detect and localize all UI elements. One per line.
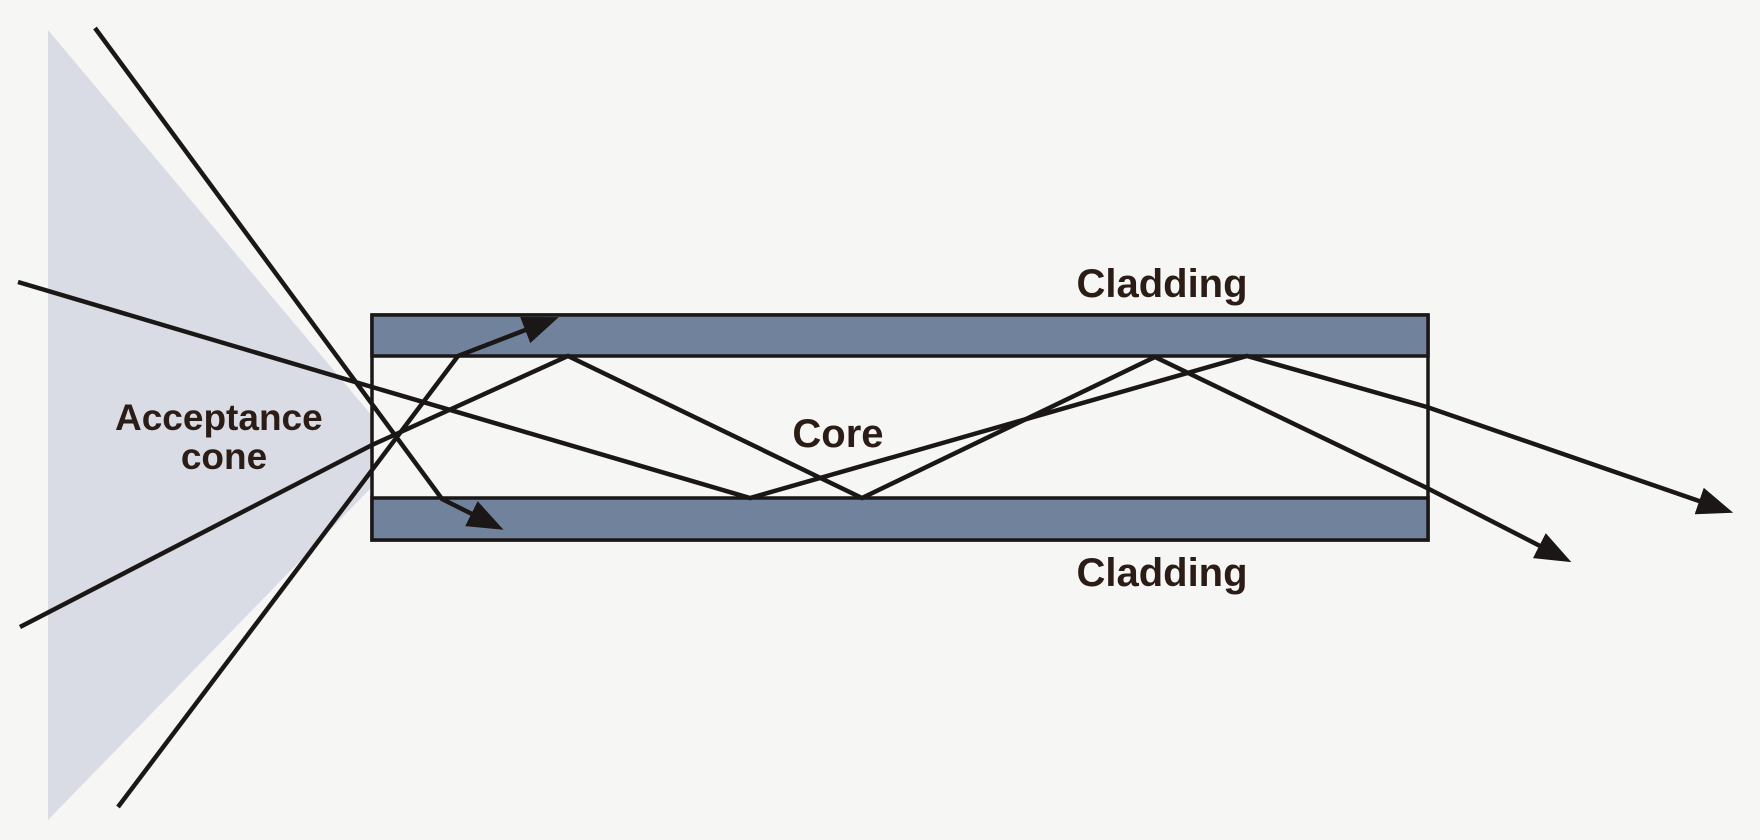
label-cladding-top: Cladding	[1076, 262, 1247, 306]
ray-guided-steep	[18, 353, 1572, 629]
cladding-bar-top	[370, 313, 1430, 358]
cladding-bar-bottom	[370, 496, 1430, 542]
ray-unguided-from-top	[93, 26, 504, 530]
label-acceptance-line2: cone	[181, 436, 267, 477]
label-acceptance-line1: Acceptance	[115, 397, 323, 438]
acceptance-cone-shape	[48, 30, 404, 820]
ray-guided-shallow	[17, 279, 1734, 515]
label-core: Core	[792, 412, 883, 456]
ray-unguided-from-bottom	[116, 317, 559, 809]
label-acceptance-cone: Acceptance cone	[115, 397, 333, 477]
label-cladding-bottom: Cladding	[1076, 551, 1247, 595]
